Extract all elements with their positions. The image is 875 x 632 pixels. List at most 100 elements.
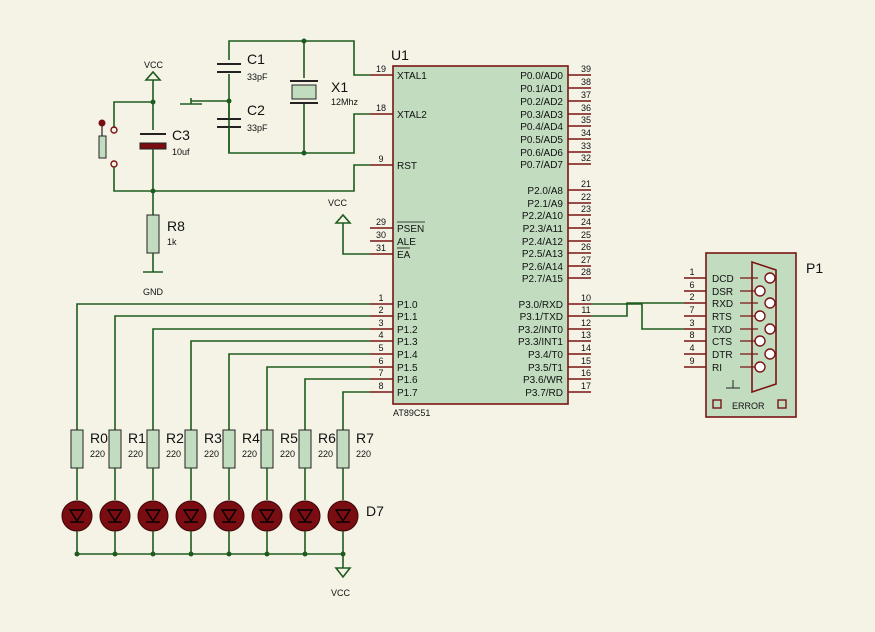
diode-triangle [334,509,352,523]
p1-pin-9[interactable]: 9RI [684,356,766,374]
pin-number: 33 [581,141,591,151]
u1-pin-4[interactable]: 4P1.3 [370,330,418,348]
pin-name: P1.2 [397,325,418,336]
resistor-r4[interactable] [222,429,236,469]
led-icon[interactable] [175,500,207,532]
pin-name: P3.1/TXD [520,312,563,323]
u1-pin-8[interactable]: 8P1.7 [370,381,418,399]
r8-resistor[interactable] [146,214,160,254]
led-icon[interactable] [61,500,93,532]
pin-name: P2.6/A14 [522,262,564,273]
pin-number: 3 [378,318,383,328]
vcc-arrow-icon [334,213,352,224]
resistor-val: 220 [128,449,143,459]
pin-number: 24 [581,217,591,227]
led-icon[interactable] [137,500,169,532]
c2-val: 33pF [247,123,268,133]
db9-pin-icon [764,297,776,309]
led-drive-wire [190,340,370,430]
u1-pin-3[interactable]: 3P1.2 [370,318,418,336]
resistor-r0[interactable] [70,429,84,469]
u1-chip[interactable]: U1 AT89C51 [391,47,569,418]
rxd-txd-wire [591,302,684,317]
pin-name: P2.5/A13 [522,249,564,260]
pin-name: P1.4 [397,350,418,361]
resistor-r1[interactable] [108,429,122,469]
led-icon[interactable] [213,500,245,532]
p1-connector[interactable]: P1 ERROR [705,252,823,418]
resistor-r3[interactable] [184,429,198,469]
resistor-ref: R7 [356,430,374,446]
pin-number: 1 [689,267,694,277]
diode-triangle [106,509,124,523]
pin-name: P3.2/INT0 [518,325,563,336]
u1-pin-6[interactable]: 6P1.5 [370,356,418,374]
pin-name: P2.0/A8 [527,186,563,197]
resistor-r6[interactable] [298,429,312,469]
reset-circuit: VCC GND C3 10uf R8 1k [98,60,370,297]
led-icon[interactable] [327,500,359,532]
junction-dot [301,150,307,156]
resistor-val: 220 [280,449,295,459]
button-knob-icon[interactable] [98,119,106,127]
pin-number: 34 [581,128,591,138]
resistor-r5[interactable] [260,429,274,469]
pin-name: P2.1/A9 [527,199,563,210]
u1-pin-7[interactable]: 7P1.6 [370,368,418,386]
db9-shell-icon [751,260,777,394]
u1-pin-2[interactable]: 2P1.1 [370,305,418,323]
led-icon[interactable] [99,500,131,532]
led-icon[interactable] [289,500,321,532]
led-icon[interactable] [251,500,283,532]
pin-number: 14 [581,343,591,353]
resistor-r2[interactable] [146,429,160,469]
button-top-wire [113,101,153,128]
pin-number: 1 [378,293,383,303]
pin-number: 9 [689,356,694,366]
pin-name: P0.0/AD0 [520,71,563,82]
u1-pin-1[interactable]: 1P1.0 [370,293,418,311]
pushbutton-icon[interactable] [98,135,107,159]
pin-number: 3 [689,318,694,328]
u1-pin-5[interactable]: 5P1.4 [370,343,418,361]
resistor-r7[interactable] [336,429,350,469]
